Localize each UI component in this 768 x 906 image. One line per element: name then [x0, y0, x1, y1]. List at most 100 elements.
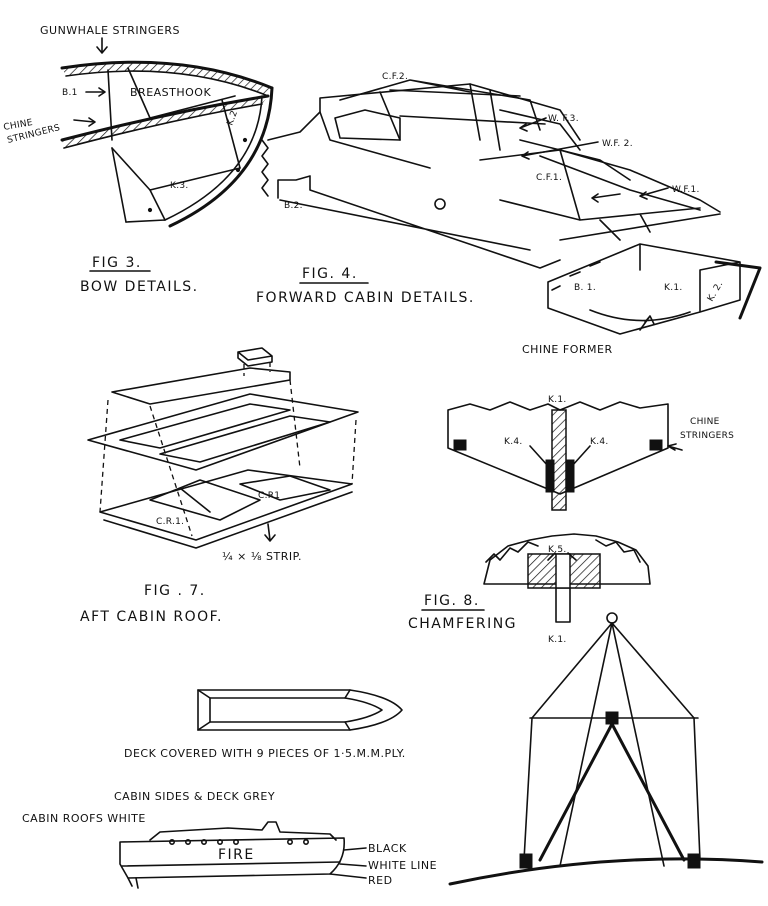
porthole [169, 838, 176, 845]
deck-plan: DECK COVERED WITH 9 PIECES OF 1·5.M.M.PL… [124, 689, 406, 760]
fig4-k1-label: K.1. [664, 283, 683, 293]
strip-arrow [264, 523, 276, 542]
cf2-label: C.F.2. [382, 72, 408, 82]
lifting-slings [531, 622, 695, 867]
lifting-ring [606, 612, 618, 624]
k5-label: K.5. [548, 545, 567, 555]
outer-uprights [523, 717, 701, 861]
keel-k1-lower [555, 587, 571, 623]
spreader-clamp [605, 711, 619, 725]
hull-stern-edge [267, 111, 321, 141]
cr1-left-label: C.R.1. [156, 517, 184, 527]
breasthook-outline [127, 67, 236, 119]
colour-leaders [329, 847, 367, 879]
porthole-icon [434, 198, 446, 210]
windscreen-frames [499, 109, 701, 211]
bow-box-notches [551, 261, 601, 291]
wf1-arrow [639, 187, 669, 200]
fig8-caption-title: CHAMFERING [408, 616, 517, 632]
chine-former-curve [589, 309, 691, 322]
roof-middle-panel [87, 393, 359, 471]
hull-side-panel [277, 175, 561, 269]
k3-panel-bottom [125, 189, 166, 223]
cf1-arrow [591, 193, 621, 203]
chine-former-arrow [639, 315, 655, 331]
roof-beams [149, 475, 331, 521]
deck-inner-outline [209, 697, 383, 723]
black-label: BLACK [368, 842, 407, 855]
white-line-label: WHITE LINE [368, 859, 437, 872]
cabin-roof-frames [339, 79, 541, 151]
fig4-caption-number: FIG. 4. [302, 266, 358, 282]
b1-label: B.1 [62, 88, 78, 98]
strip-label: ¼ × ⅛ STRIP. [222, 550, 302, 563]
wf2-label: W.F. 2. [602, 139, 633, 149]
fig8-caption-number: FIG. 8. [424, 593, 480, 609]
fig8-chine-label-2: STRINGERS [680, 431, 734, 441]
fig3-caption-number: FIG 3. [92, 255, 142, 271]
fig7-caption-title: AFT CABIN ROOF. [80, 609, 223, 625]
nail-dot [235, 167, 241, 173]
gunwhale-stringer-inner [65, 70, 269, 97]
bow-stem-inner [164, 95, 263, 221]
cabin-side-with-window [319, 83, 581, 169]
fig4-caption-title: FORWARD CABIN DETAILS. [256, 290, 475, 306]
chamfer-block-right [565, 459, 575, 493]
foot-right [687, 853, 701, 869]
deck-note: DECK COVERED WITH 9 PIECES OF 1·5.M.M.PL… [124, 747, 406, 760]
fig4-k2-label: K. 2. [706, 280, 726, 304]
deck-curve [448, 857, 764, 886]
bow-stem-outer [168, 86, 274, 228]
breasthook-label: BREASTHOOK [130, 86, 211, 99]
chine-block-left [453, 439, 467, 451]
k5-slot [555, 553, 571, 589]
gunwhale-hatch [62, 62, 272, 96]
roof-frame [99, 469, 353, 549]
hatch-square [237, 347, 273, 367]
fig4-forward-cabin: C.F.2. W. F.3. W.F. 2. C.F.1. W.F.1. B.2… [256, 72, 762, 356]
red-label: RED [368, 874, 393, 887]
rudder [127, 877, 139, 889]
bow-box-b1-k1 [547, 243, 741, 335]
foot-left [519, 853, 533, 869]
porthole [185, 838, 192, 845]
k4-left-label: K.4. [504, 437, 523, 447]
cabin-sides-note: CABIN SIDES & DECK GREY [114, 790, 275, 803]
roof-opening-1 [119, 403, 291, 449]
roof-opening-2 [159, 415, 331, 463]
chine-former-label: CHINE FORMER [522, 343, 613, 356]
break-zigzag [261, 139, 269, 197]
k1-top-label: K.1. [548, 395, 567, 405]
wf1-label: W.F.1. [672, 185, 700, 195]
hatch-guide [243, 362, 271, 376]
wf3-label: W. F.3. [548, 114, 579, 124]
legs [538, 722, 686, 862]
side-profile: CABIN SIDES & DECK GREY CABIN ROOFS WHIT… [22, 790, 437, 889]
b2-label: B.2. [284, 201, 303, 211]
chine-arrow [73, 117, 96, 127]
fig3-caption-title: BOW DETAILS. [80, 279, 199, 295]
white-line-stripe [121, 861, 341, 867]
k2-knee [221, 99, 241, 169]
forward-deck-frames [479, 149, 721, 241]
porthole [286, 838, 293, 845]
wf2-arrow [521, 141, 599, 160]
nail-dot [242, 137, 248, 143]
lifting-frame [448, 612, 764, 886]
cabin-top [149, 821, 337, 841]
k2-label: K.2 [225, 109, 240, 127]
k5-pointer [547, 552, 577, 561]
fig7-caption-number: FIG . 7. [144, 583, 206, 599]
fig8-chamfering: K.1. K.4. K.4. CHINE STRINGERS K.5. K.1.… [408, 395, 734, 645]
roof-guides [99, 379, 357, 537]
fig4-b1-label: B. 1. [574, 283, 596, 293]
gunwhale-arrow [96, 37, 108, 54]
frame-jagged-edge [485, 539, 641, 563]
fig8-chine-label-1: CHINE [690, 417, 720, 427]
chine-stringer-inner [63, 103, 263, 149]
cabin-roofs-note: CABIN ROOFS WHITE [22, 812, 146, 825]
gunwhale-label: GUNWHALE STRINGERS [40, 24, 180, 37]
k3-label: K.3. [170, 181, 189, 191]
chamfer-block-left [545, 459, 555, 493]
